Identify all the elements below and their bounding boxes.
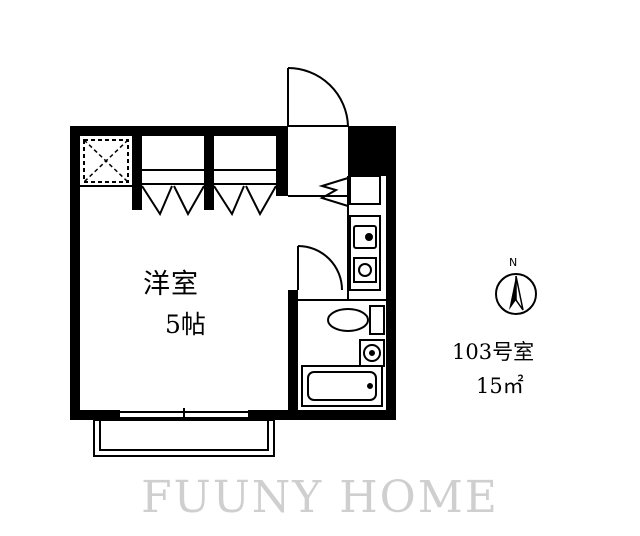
wash-basin bbox=[359, 339, 385, 367]
kitchen-counter bbox=[349, 215, 381, 291]
closet-right bbox=[213, 169, 277, 217]
shoe-cabinet bbox=[318, 175, 381, 207]
entrance-door bbox=[287, 67, 349, 127]
balcony bbox=[93, 419, 275, 457]
exterior-walls bbox=[70, 126, 396, 420]
compass-north-label: N bbox=[509, 256, 518, 269]
bathtub bbox=[301, 365, 383, 407]
interior-walls bbox=[80, 176, 386, 301]
closet-left bbox=[141, 169, 205, 217]
storage-box bbox=[83, 139, 129, 183]
compass-icon bbox=[495, 273, 537, 315]
room-name-label: 洋室 bbox=[143, 269, 199, 300]
bathroom-door bbox=[297, 245, 343, 291]
window bbox=[120, 408, 248, 420]
room-size-label: 5帖 bbox=[165, 310, 206, 339]
unit-area-label: 15㎡ bbox=[476, 374, 524, 398]
watermark-text: FUUNY HOME bbox=[141, 472, 499, 523]
toilet bbox=[327, 305, 385, 335]
unit-number-label: 103号室 bbox=[452, 340, 535, 364]
